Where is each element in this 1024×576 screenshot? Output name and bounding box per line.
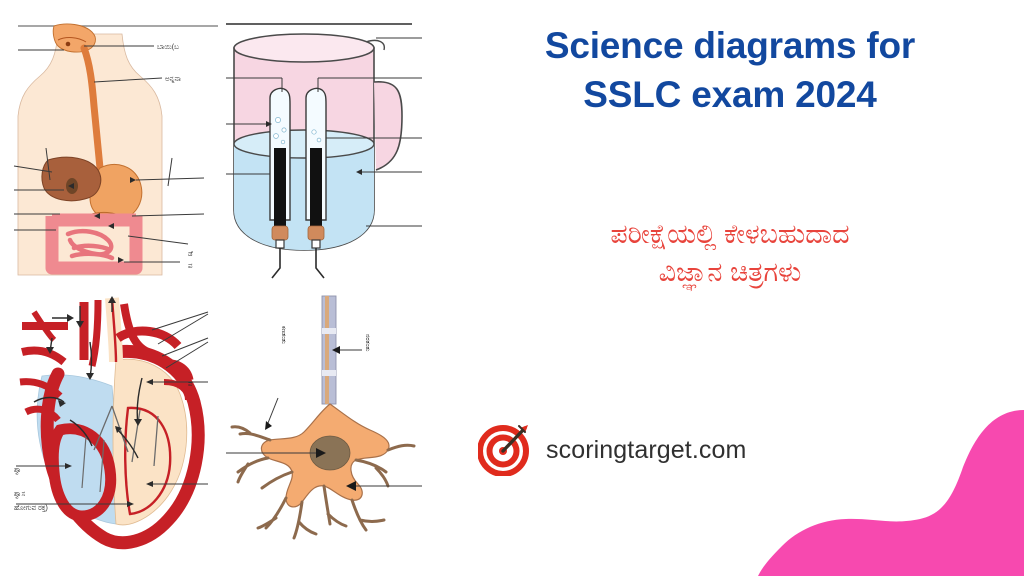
- target-with-arrow-icon: [478, 425, 529, 476]
- svg-text:ಡೆ: ಡೆ: [188, 251, 193, 258]
- brand-name: scoringtarget.com: [546, 435, 747, 464]
- page-subtitle: ಪರೀಕ್ಷೆಯಲ್ಲಿ ಕೇಳಬಹುದಾದ ವಿಜ್ಞಾನ ಚಿತ್ರಗಳು: [452, 215, 1008, 292]
- svg-text:ನರತಂತು: ನರತಂತು: [364, 334, 370, 352]
- svg-text:ಶ್ವಾ: ಶ್ವಾ: [14, 467, 22, 475]
- diagram-human-heart[interactable]: ಪ ಶ್ವಾ ಶ್ವಾಸ ಹೋಗುವ ರಕ್ತ): [12, 290, 218, 558]
- page-title-line1: Science diagrams for: [544, 25, 916, 66]
- svg-text:ಶ್ವಾಸ: ಶ್ವಾಸ: [14, 491, 26, 499]
- diagram-electrolysis-of-water[interactable]: [226, 20, 424, 282]
- brand-lockup[interactable]: scoringtarget.com: [478, 424, 746, 476]
- diagram-grid: ಬಾಯಿ(ಬ ಅನ್ನನಾ ಡೆ ಪ: [12, 16, 424, 561]
- diagram-neuron[interactable]: ನರತಂತು ಕಣತಂತು: [226, 290, 424, 558]
- page-subtitle-line2: ವಿಜ್ಞಾನ ಚಿತ್ರಗಳು: [658, 257, 802, 288]
- page-subtitle-line1: ಪರೀಕ್ಷೆಯಲ್ಲಿ ಕೇಳಬಹುದಾದ: [610, 219, 850, 249]
- svg-text:ಹೋಗುವ ರಕ್ತ): ಹೋಗುವ ರಕ್ತ): [14, 505, 48, 512]
- page-title-line2: SSLC exam 2024: [583, 73, 877, 115]
- pink-wave-blob-decoration: [758, 410, 1024, 576]
- svg-text:ಅನ್ನನಾ: ಅನ್ನನಾ: [165, 76, 181, 84]
- diagram-digestive-system[interactable]: ಬಾಯಿ(ಬ ಅನ್ನನಾ ಡೆ ಪ: [12, 20, 218, 282]
- svg-text:ಬಾಯಿ(ಬ: ಬಾಯಿ(ಬ: [157, 44, 179, 51]
- page-title: Science diagrams for SSLC exam 2024: [452, 22, 1008, 120]
- svg-text:ಪ: ಪ: [188, 381, 193, 388]
- svg-text:ಕಣತಂತು: ಕಣತಂತು: [280, 326, 286, 344]
- svg-text:ಪ: ಪ: [188, 263, 193, 270]
